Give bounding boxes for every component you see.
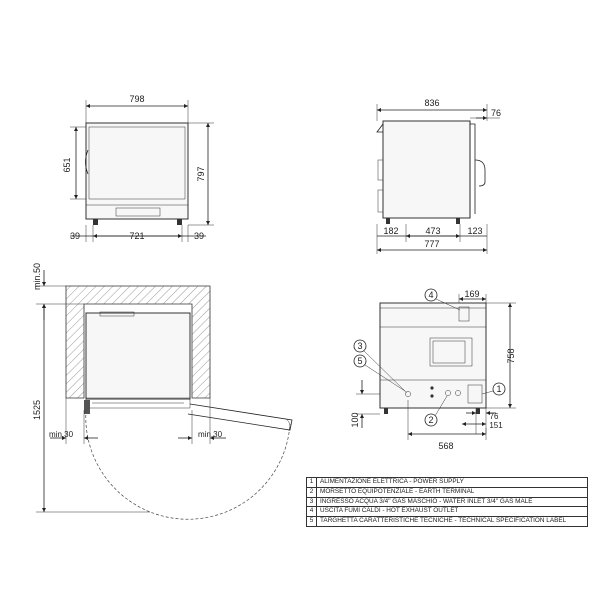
legend-number: 3 bbox=[307, 497, 317, 507]
legend-row: 2 MORSETTO EQUIPOTENZIALE - EARTH TERMIN… bbox=[307, 487, 587, 498]
svg-text:5: 5 bbox=[357, 356, 362, 366]
door-open-leaf bbox=[187, 403, 293, 431]
dim-182: 182 bbox=[383, 226, 398, 236]
callout-3: 3 bbox=[353, 339, 408, 394]
svg-text:2: 2 bbox=[428, 415, 433, 425]
dim-side-depth: 836 bbox=[424, 98, 439, 108]
svg-text:4: 4 bbox=[428, 290, 433, 300]
rear-view: 4 3 5 1 2 169 758 bbox=[350, 288, 516, 451]
oven-front-body bbox=[85, 122, 189, 220]
water-inlet bbox=[405, 391, 411, 397]
legend-text: INGRESSO ACQUA 3/4" GAS MASCHIO - WATER … bbox=[320, 497, 533, 505]
dim-foot-right: 39 bbox=[194, 231, 204, 241]
svg-text:1: 1 bbox=[496, 384, 501, 394]
legend-number: 1 bbox=[307, 478, 317, 487]
side-view: 836 76 182 473 123 777 bbox=[376, 98, 501, 254]
legend-number: 4 bbox=[307, 507, 317, 517]
dim-123: 123 bbox=[467, 226, 482, 236]
dim-777: 777 bbox=[424, 239, 439, 249]
dim-473: 473 bbox=[425, 226, 440, 236]
legend-row: 3 INGRESSO ACQUA 3/4" GAS MASCHIO - WATE… bbox=[307, 497, 587, 508]
legend-text: MORSETTO EQUIPOTENZIALE - EARTH TERMINAL bbox=[320, 487, 475, 495]
legend-row: 1 ALIMENTAZIONE ELETTRICA - POWER SUPPLY bbox=[307, 478, 587, 488]
foot-left bbox=[93, 219, 98, 225]
dim-left-clearance: min.30 bbox=[49, 430, 74, 439]
front-base bbox=[85, 204, 189, 220]
callout-4: 4 bbox=[424, 288, 461, 311]
side-top-edge bbox=[376, 123, 384, 133]
control-panel-slot bbox=[115, 207, 161, 217]
door-swing-arc bbox=[85, 409, 291, 520]
legend-row: 5 TARGHETTA CARATTERISTICHE TECNICHE - T… bbox=[307, 517, 587, 526]
oven-side-body bbox=[382, 120, 471, 219]
front-view: 798 651 797 39 721 39 bbox=[62, 94, 214, 242]
dim-758: 758 bbox=[506, 348, 516, 363]
dim-right-clearance: min.30 bbox=[198, 430, 223, 439]
callout-2: 2 bbox=[424, 395, 448, 427]
earth-terminal bbox=[445, 390, 451, 396]
legend-row: 4 USCITA FUMI CALDI - HOT EXHAUST OUTLET bbox=[307, 507, 587, 518]
dim-169: 169 bbox=[464, 289, 479, 299]
side-door-profile bbox=[470, 123, 476, 214]
legend-text: TARGHETTA CARATTERISTICHE TECNICHE - TEC… bbox=[320, 517, 567, 525]
legend-text: ALIMENTAZIONE ELETTRICA - POWER SUPPLY bbox=[320, 478, 464, 485]
dim-handle-depth: 76 bbox=[491, 108, 501, 118]
plan-view: min.50 1525 min.30 min.30 bbox=[32, 263, 293, 520]
dim-inner-width: 721 bbox=[129, 231, 144, 241]
dim-100: 100 bbox=[350, 412, 360, 427]
dim-568: 568 bbox=[438, 441, 453, 451]
door-handle bbox=[85, 149, 89, 175]
legend-text: USCITA FUMI CALDI - HOT EXHAUST OUTLET bbox=[320, 507, 459, 515]
dim-76-rear: 76 bbox=[490, 412, 499, 421]
dim-front-width: 798 bbox=[129, 94, 144, 104]
dim-151: 151 bbox=[489, 421, 503, 430]
legend-number: 5 bbox=[307, 517, 317, 526]
side-rear-connector-2 bbox=[377, 189, 384, 213]
side-door-handle bbox=[474, 159, 486, 187]
legend-table: 1 ALIMENTAZIONE ELETTRICA - POWER SUPPLY… bbox=[306, 477, 588, 527]
dim-top-clearance: min.50 bbox=[32, 263, 42, 290]
wall-hatch bbox=[65, 285, 211, 399]
dim-door-height: 651 bbox=[62, 157, 72, 172]
dim-plan-1525: 1525 bbox=[32, 400, 42, 420]
side-rear-connector bbox=[377, 159, 384, 181]
dim-foot-left: 39 bbox=[70, 231, 80, 241]
oven-plan-body bbox=[85, 312, 191, 400]
dim-front-height: 797 bbox=[196, 166, 206, 181]
rear-vent-panel bbox=[429, 337, 473, 367]
callout-5: 5 bbox=[353, 354, 406, 392]
callout-1: 1 bbox=[481, 382, 506, 396]
oven-door bbox=[88, 126, 186, 200]
legend-number: 2 bbox=[307, 487, 317, 497]
svg-text:3: 3 bbox=[357, 341, 362, 351]
exhaust-outlet bbox=[458, 306, 470, 322]
foot-right bbox=[177, 219, 182, 225]
